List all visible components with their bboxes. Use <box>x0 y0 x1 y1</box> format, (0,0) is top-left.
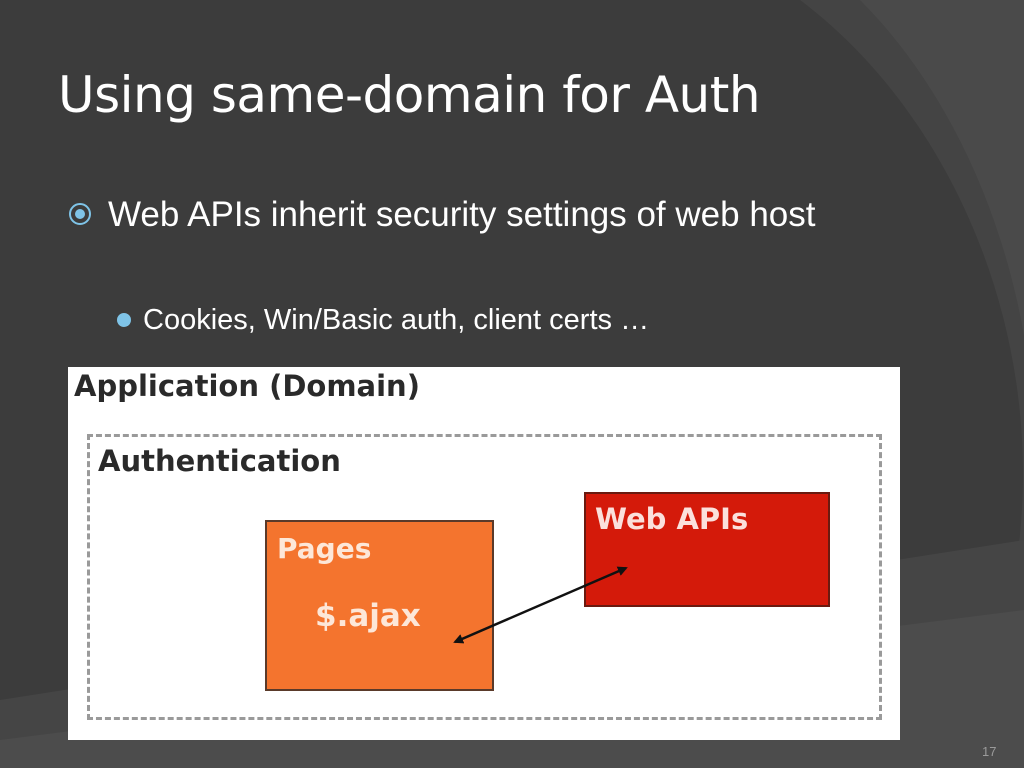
authentication-boundary <box>87 434 882 720</box>
slide-title: Using same-domain for Auth <box>58 66 761 124</box>
authentication-label: Authentication <box>98 444 341 478</box>
target-bullet-icon <box>69 203 91 225</box>
web-apis-label: Web APIs <box>595 502 749 536</box>
same-domain-diagram: Application (Domain) Authentication Page… <box>68 367 900 740</box>
bullet-web-apis-inherit: Web APIs inherit security settings of we… <box>108 195 816 234</box>
pages-label: Pages <box>277 532 372 565</box>
web-apis-box: Web APIs <box>584 492 830 607</box>
sub-bullet-auth-methods: Cookies, Win/Basic auth, client certs … <box>143 304 650 336</box>
page-number: 17 <box>982 744 997 759</box>
dot-bullet-icon <box>117 313 131 327</box>
application-domain-label: Application (Domain) <box>74 369 420 403</box>
pages-box: Pages $.ajax <box>265 520 494 691</box>
ajax-label: $.ajax <box>315 598 421 634</box>
